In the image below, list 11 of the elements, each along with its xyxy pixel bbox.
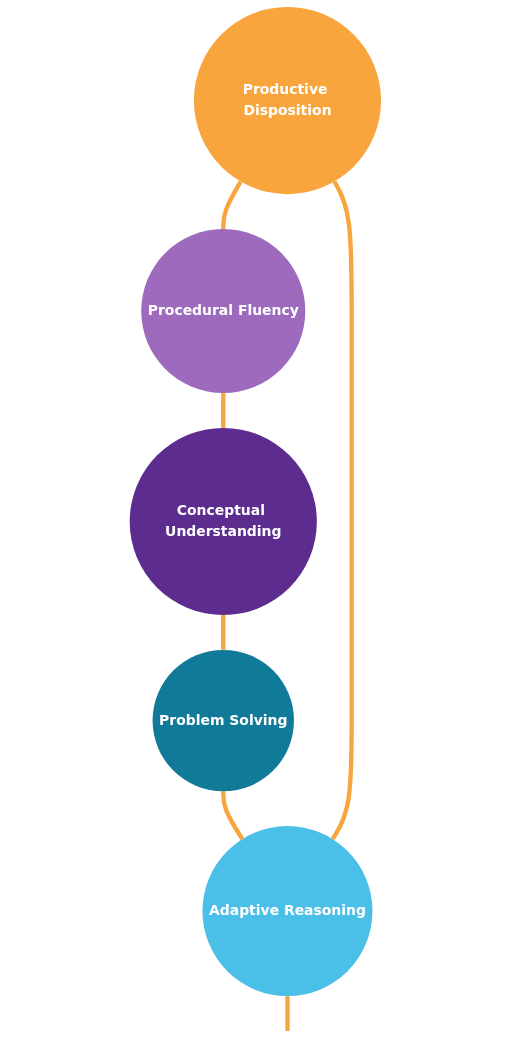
node-circle: Problem Solving (152, 649, 294, 792)
connector (330, 180, 354, 841)
connector (220, 393, 226, 428)
node-circle: Productive Disposition (193, 6, 381, 195)
node-circle: Conceptual Understanding (129, 427, 317, 616)
node-circle: Adaptive Reasoning (202, 826, 373, 997)
connector (220, 180, 243, 229)
connector (220, 791, 244, 841)
connector (220, 615, 226, 650)
node-circle: Procedural Fluency (140, 228, 305, 394)
connector (284, 996, 290, 1031)
